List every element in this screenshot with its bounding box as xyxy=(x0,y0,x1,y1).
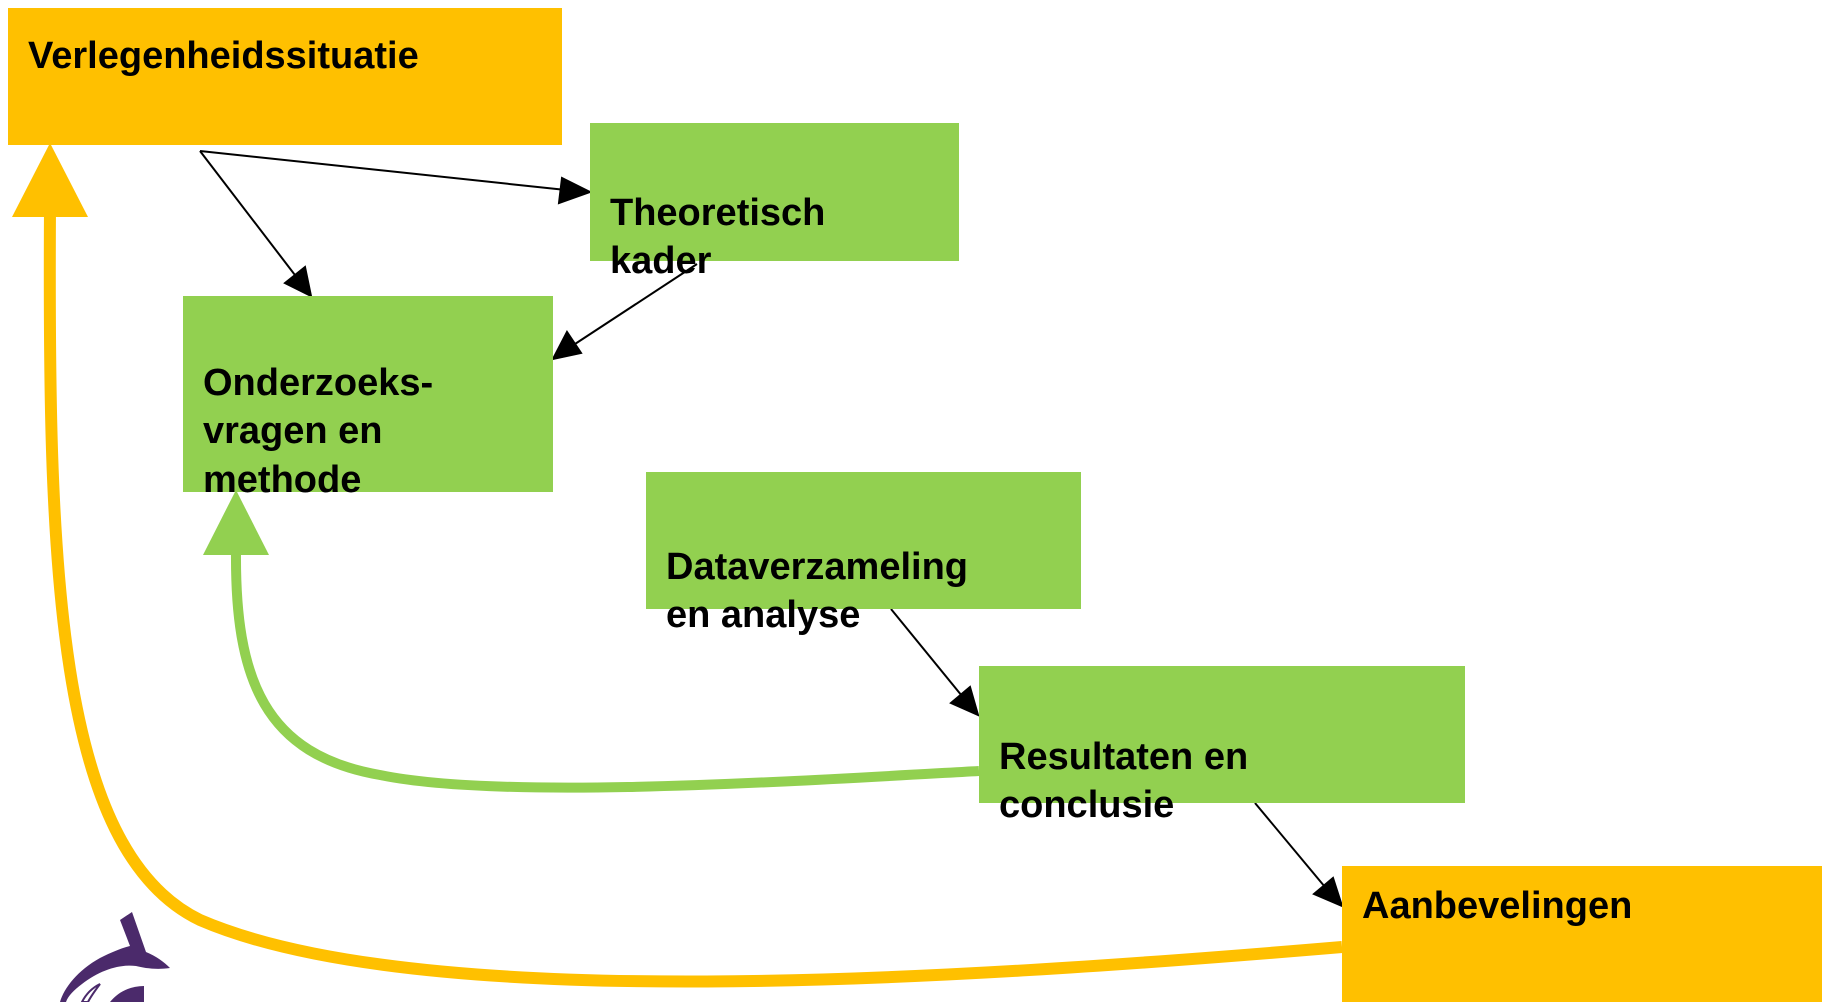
node-dataverzameling-label: Dataverzameling en analyse xyxy=(666,545,969,637)
arrow-verlegenheid-to-onderzoeks xyxy=(199,150,299,280)
shark-logo-icon xyxy=(60,912,170,1002)
arrow-resultaten-to-aanbevelingen xyxy=(1254,802,1326,888)
node-verlegenheidssituatie: Verlegenheidssituatie xyxy=(8,8,562,145)
arrow-verlegenheid-to-theoretisch xyxy=(199,150,567,191)
node-resultaten-en-conclusie: Resultaten en conclusie xyxy=(979,666,1465,826)
node-aanbevelingen-label: Aanbevelingen xyxy=(1362,885,1633,927)
node-aanbevelingen: Aanbevelingen xyxy=(1342,866,1822,1002)
node-theoretisch-kader: Theoretisch kader xyxy=(590,123,959,282)
node-theoretisch-kader-label: Theoretisch kader xyxy=(610,191,826,283)
node-resultaten-label: Resultaten en conclusie xyxy=(999,735,1249,827)
arrow-data-to-resultaten xyxy=(890,608,963,697)
node-onderzoeksvragen-label: Onderzoeks- vragen en methode xyxy=(203,361,434,501)
feedback-arrowhead-verlegenheid xyxy=(12,143,88,217)
node-verlegenheidssituatie-label: Verlegenheidssituatie xyxy=(28,35,419,77)
node-onderzoeksvragen-en-methode: Onderzoeks- vragen en methode xyxy=(183,296,553,501)
node-dataverzameling-en-analyse: Dataverzameling en analyse xyxy=(646,472,1081,636)
